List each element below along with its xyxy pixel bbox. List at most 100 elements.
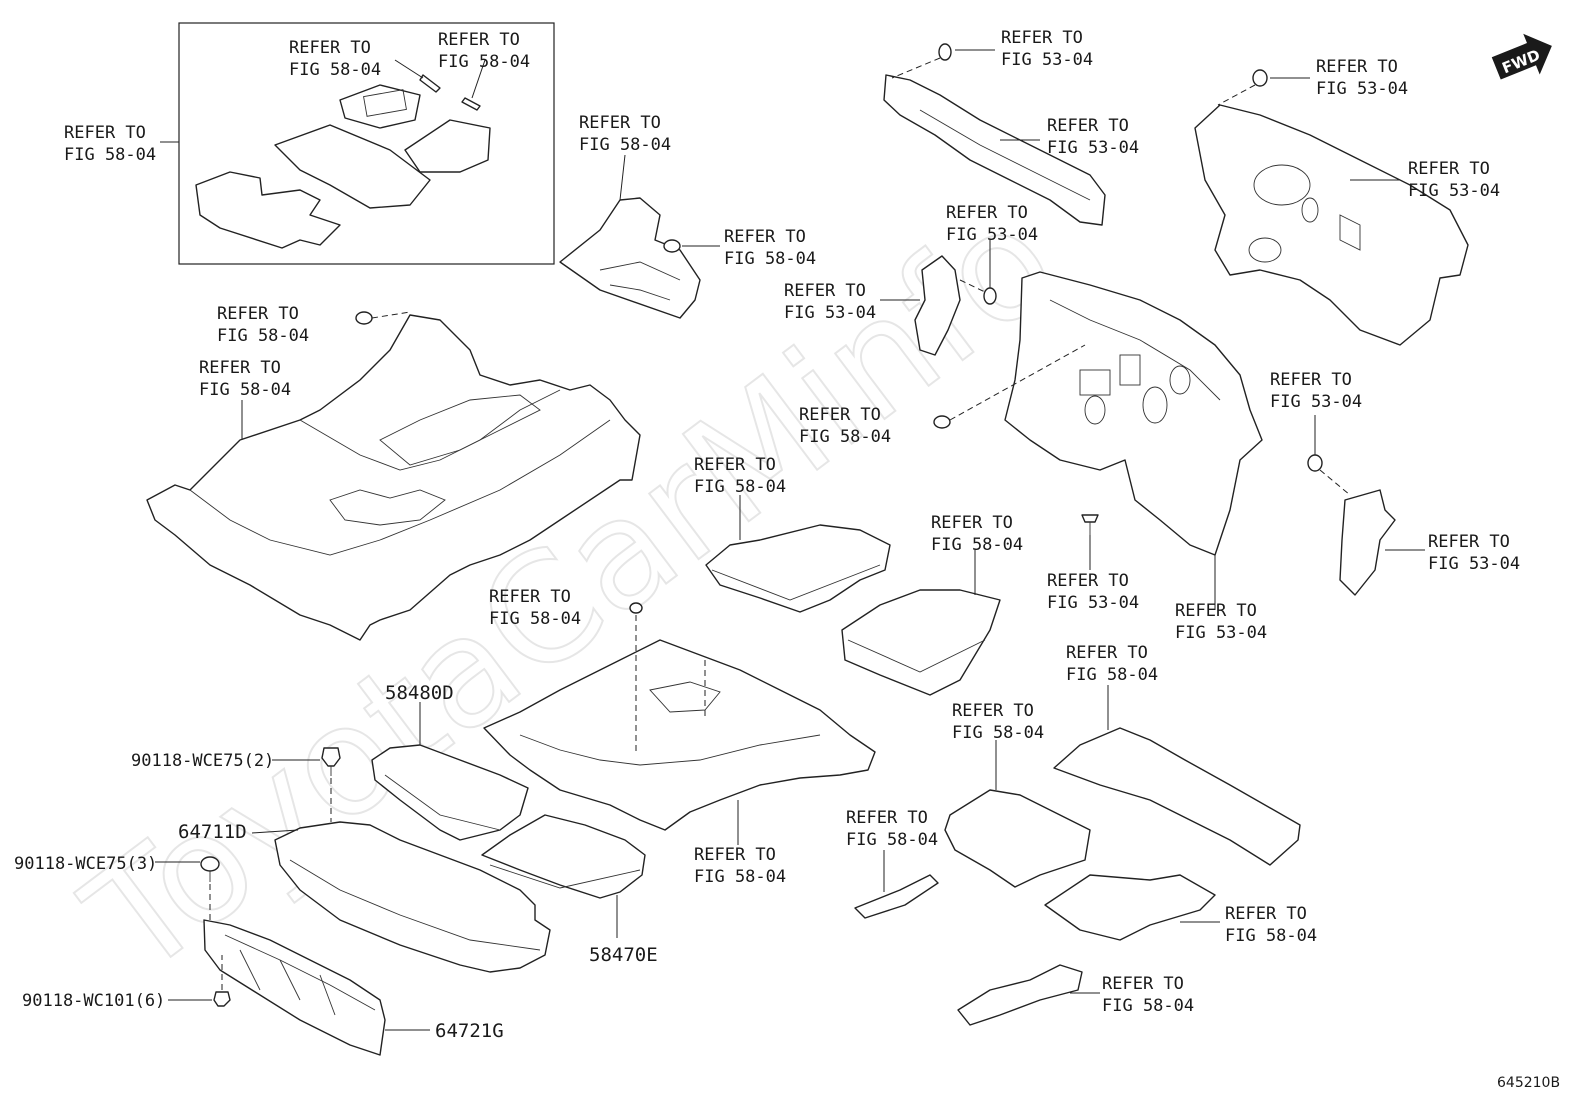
refer-to-label: REFER TO [489,587,571,607]
bolt-90118-WCE75-2 [272,747,341,822]
diagram-code: 645210B [1497,1075,1560,1091]
figure-ref[interactable]: FIG 53-04 [1001,50,1093,70]
figure-ref[interactable]: FIG 58-04 [1066,665,1158,685]
rear-cargo-mat [1053,685,1301,866]
clip-dash-mid [933,344,1086,429]
refer-to-label: REFER TO [64,123,146,143]
floor-mat-set [160,22,555,265]
fwd-arrow-icon: FWD [1491,33,1552,80]
tray-box-1 [705,495,891,613]
push-clip [1081,514,1099,570]
figure-ref[interactable]: FIG 58-04 [438,52,530,72]
refer-to-label: REFER TO [1408,159,1490,179]
clip-icon [933,415,951,429]
part-number[interactable]: 58480D [385,682,454,704]
figure-ref[interactable]: FIG 58-04 [1102,996,1194,1016]
small-step-mat-1 [854,850,939,919]
front-floor-panel [559,154,720,319]
refer-to-label: REFER TO [1066,643,1148,663]
clip-icon [1307,454,1323,472]
figure-ref[interactable]: FIG 53-04 [784,303,876,323]
figure-ref[interactable]: FIG 58-04 [64,145,156,165]
part-number[interactable]: 64721G [435,1020,504,1042]
figure-ref[interactable]: FIG 58-04 [952,723,1044,743]
refer-to-label: REFER TO [1175,601,1257,621]
refer-to-label: REFER TO [438,30,520,50]
board-58480D [371,702,529,841]
rear-deck-board [483,602,876,845]
refer-to-label: REFER TO [1047,116,1129,136]
figure-ref[interactable]: FIG 58-04 [846,830,938,850]
refer-to-label: REFER TO [1225,904,1307,924]
refer-to-label: REFER TO [1428,532,1510,552]
board-58470E [481,814,646,938]
figure-ref[interactable]: FIG 58-04 [289,60,381,80]
part-number[interactable]: 90118-WCE75(3) [14,854,157,874]
refer-to-label: REFER TO [1316,57,1398,77]
refer-to-label: REFER TO [289,38,371,58]
figure-ref[interactable]: FIG 58-04 [694,477,786,497]
figure-ref[interactable]: FIG 58-04 [199,380,291,400]
refer-to-label: REFER TO [799,405,881,425]
refer-to-label: REFER TO [724,227,806,247]
figure-ref[interactable]: FIG 53-04 [1047,138,1139,158]
clip-icon [983,287,997,305]
refer-to-label: REFER TO [1047,571,1129,591]
refer-to-label: REFER TO [1102,974,1184,994]
refer-to-label: REFER TO [1270,370,1352,390]
figure-ref[interactable]: FIG 58-04 [931,535,1023,555]
figure-ref[interactable]: FIG 58-04 [579,135,671,155]
figure-ref[interactable]: FIG 58-04 [217,326,309,346]
clip-icon [629,602,643,614]
refer-to-label: REFER TO [217,304,299,324]
part-number[interactable]: 64711D [178,821,247,843]
refer-to-label: REFER TO [952,701,1034,721]
refer-to-label: REFER TO [694,845,776,865]
figure-ref[interactable]: FIG 58-04 [799,427,891,447]
figure-ref[interactable]: FIG 53-04 [946,225,1038,245]
figure-ref[interactable]: FIG 53-04 [1270,392,1362,412]
refer-to-label: REFER TO [931,513,1013,533]
callout-group: REFER TO FIG 58-04 REFER TO FIG 58-04 RE… [64,28,1520,1016]
part-number[interactable]: 90118-WC101(6) [22,991,165,1011]
figure-ref[interactable]: FIG 53-04 [1316,79,1408,99]
clip-90118-WCE75-3 [155,856,220,920]
figure-ref[interactable]: FIG 58-04 [694,867,786,887]
figure-ref[interactable]: FIG 58-04 [724,249,816,269]
refer-to-label: REFER TO [1001,28,1083,48]
dash-outer-silencer [1194,69,1469,346]
figure-ref[interactable]: FIG 58-04 [489,609,581,629]
third-row-mat [1044,874,1220,941]
refer-to-label: REFER TO [199,358,281,378]
dash-upper-silencer [883,43,1106,226]
refer-to-label: REFER TO [946,203,1028,223]
part-number[interactable]: 90118-WCE75(2) [131,751,274,771]
floor-carpet [146,311,641,641]
side-bracket-left [880,240,997,356]
refer-to-label: REFER TO [579,113,661,133]
figure-ref[interactable]: FIG 53-04 [1428,554,1520,574]
part-number-group: 58480D 58470E 64711D 64721G 90118-WCE75(… [14,682,658,1042]
refer-to-label: REFER TO [694,455,776,475]
side-bracket-right [1307,415,1425,596]
retainer-clip-icon [355,311,373,325]
figure-ref[interactable]: FIG 53-04 [1047,593,1139,613]
clip-icon [1252,69,1268,87]
refer-to-label: REFER TO [784,281,866,301]
tray-box-2 [841,550,1001,696]
small-step-mat-2 [957,964,1100,1026]
figure-ref[interactable]: FIG 58-04 [1225,926,1317,946]
figure-ref[interactable]: FIG 53-04 [1408,181,1500,201]
figure-ref[interactable]: FIG 53-04 [1175,623,1267,643]
bolt-90118-WC101-6 [168,955,231,1007]
second-row-mat [944,740,1091,888]
board-64711D [251,821,551,973]
part-number[interactable]: 58470E [589,944,658,966]
clip-icon [938,43,952,61]
panel-64721G [203,919,430,1056]
dash-inner-silencer [1004,271,1263,610]
refer-to-label: REFER TO [846,808,928,828]
clip-icon [663,239,681,253]
